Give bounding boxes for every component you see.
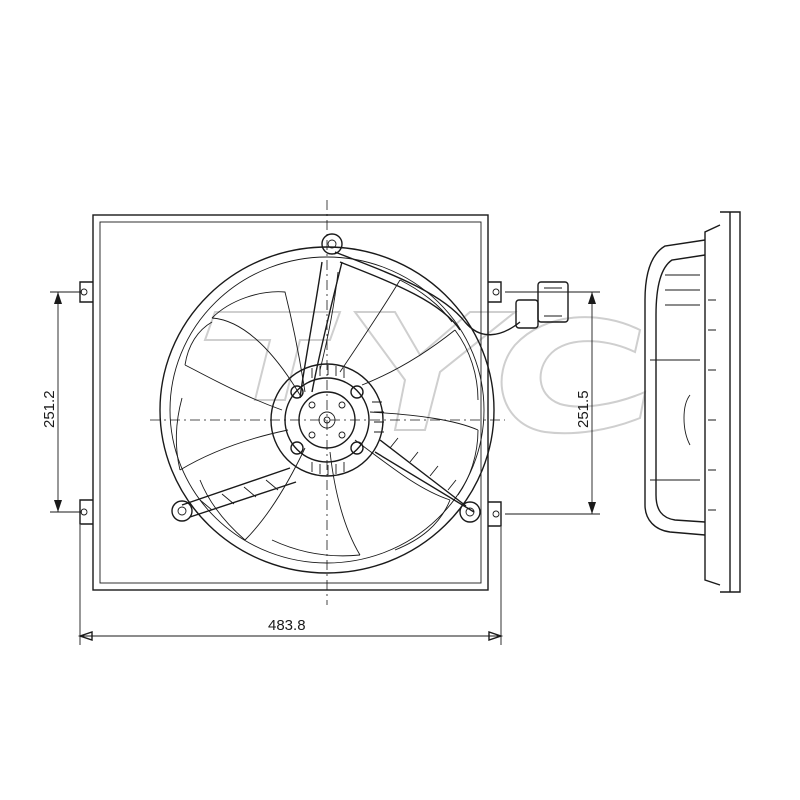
watermark-logo xyxy=(203,311,647,435)
motor-hub xyxy=(270,363,384,477)
wire-harness xyxy=(334,251,569,336)
dimension-width-label: 483.8 xyxy=(268,617,306,634)
dimension-right-height: 251.5 xyxy=(505,291,600,515)
dimension-right-height-label: 251.5 xyxy=(575,390,592,428)
support-arms xyxy=(171,233,481,523)
dimension-left-height: 251.2 xyxy=(41,291,82,513)
centre-lines xyxy=(150,200,505,605)
dimension-left-height-label: 251.2 xyxy=(41,390,58,428)
side-view xyxy=(644,211,741,593)
dimension-width: 483.8 xyxy=(77,525,504,645)
shroud-frame xyxy=(79,214,502,591)
